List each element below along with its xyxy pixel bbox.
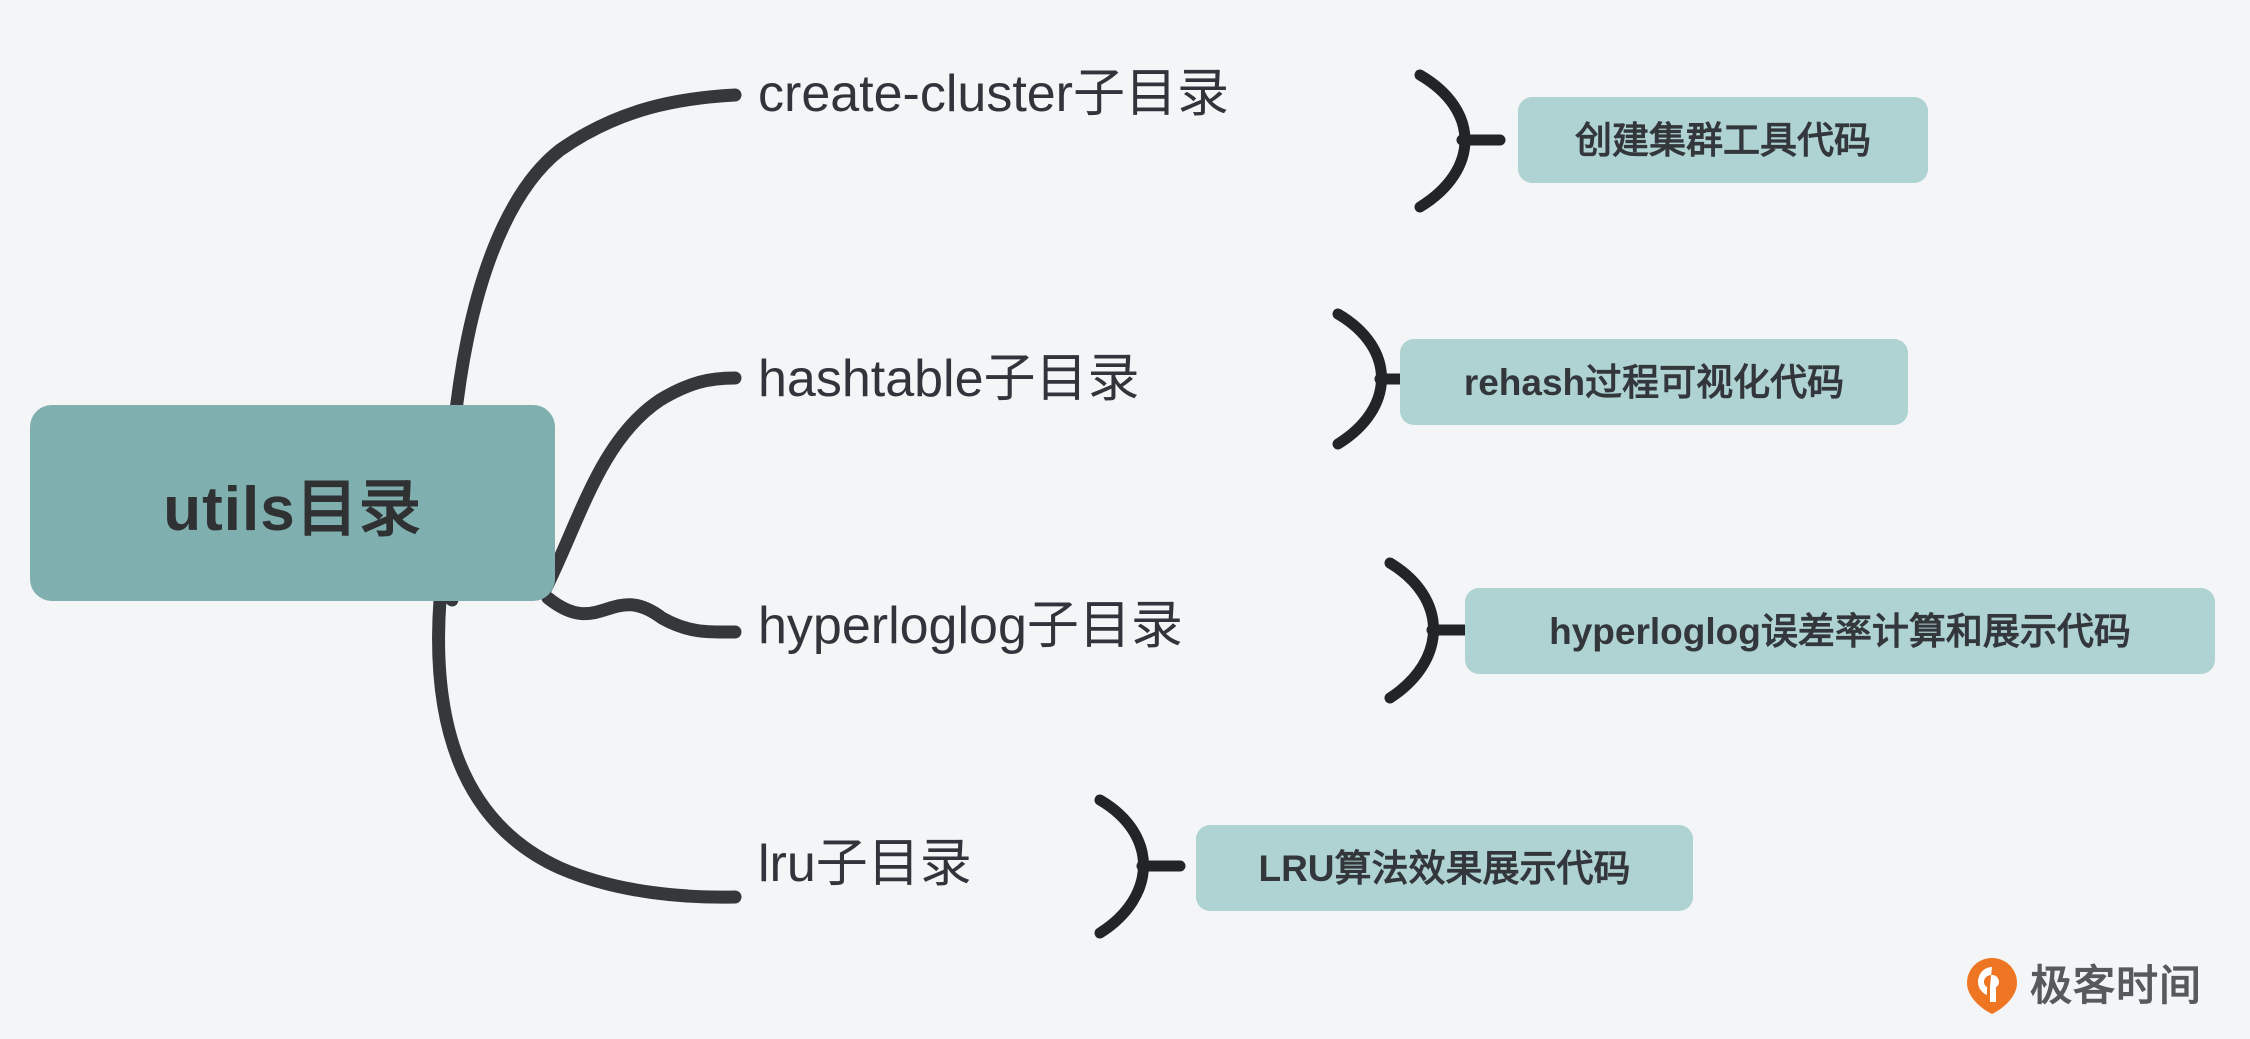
watermark-label: 极客时间 [2030, 962, 2203, 1009]
tag-label: hyperloglog误差率计算和展示代码 [1549, 610, 2131, 652]
brace-4 [1094, 794, 1186, 939]
watermark-geektime: 极客时间 [1966, 957, 2202, 1015]
branch-label-hyperloglog[interactable]: hyperloglog子目录 [758, 597, 1183, 655]
edge-curve-2 [538, 371, 742, 597]
tag-create-cluster[interactable]: 创建集群工具代码 [1518, 97, 1928, 183]
tag-lru[interactable]: LRU算法效果展示代码 [1196, 825, 1693, 911]
edge-curve-3 [541, 591, 742, 639]
tag-hashtable[interactable]: rehash过程可视化代码 [1400, 339, 1908, 425]
branch-label-hashtable[interactable]: hashtable子目录 [758, 350, 1140, 408]
tag-label: LRU算法效果展示代码 [1258, 847, 1631, 889]
branch-label-create-cluster[interactable]: create-cluster子目录 [758, 65, 1229, 123]
edge-curve-4 [432, 593, 742, 904]
branch-label-lru[interactable]: lru子目录 [758, 835, 972, 893]
brace-3 [1384, 557, 1476, 704]
root-node-label: utils目录 [163, 475, 422, 544]
brace-1 [1414, 69, 1506, 213]
geektime-logo-icon [1966, 957, 2018, 1015]
tag-label: rehash过程可视化代码 [1463, 361, 1845, 403]
root-node[interactable]: utils目录 [30, 405, 555, 601]
tag-label: 创建集群工具代码 [1575, 119, 1871, 161]
tag-hyperloglog[interactable]: hyperloglog误差率计算和展示代码 [1465, 588, 2215, 674]
